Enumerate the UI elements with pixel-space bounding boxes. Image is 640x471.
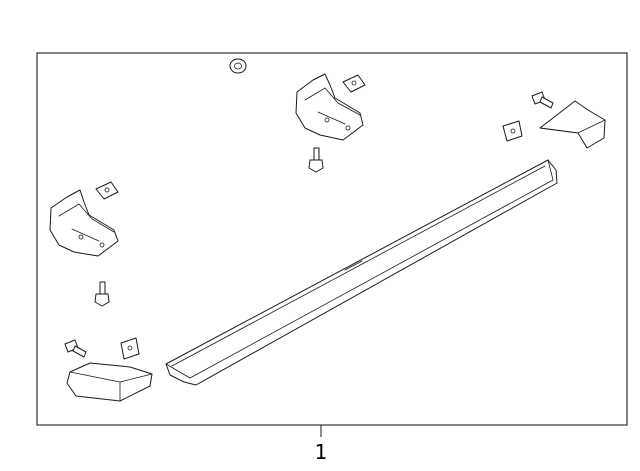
bolt-vertical-2 — [94, 281, 110, 307]
clip-nut-4 — [120, 337, 140, 360]
callout-label: 1 — [315, 440, 328, 464]
callout-1: 1 — [315, 425, 328, 464]
bolt-angled-1 — [531, 91, 554, 109]
clip-nut-3 — [502, 120, 523, 142]
mounting-bracket-lower — [49, 189, 119, 257]
mounting-bracket-upper — [295, 73, 364, 141]
bolt-angled-2 — [64, 339, 87, 358]
clip-nut-1 — [342, 74, 366, 93]
end-cap-rear — [539, 100, 606, 149]
nut — [229, 58, 247, 74]
running-board — [165, 159, 558, 386]
bolt-vertical-1 — [308, 147, 324, 173]
end-cap-front — [66, 362, 153, 402]
clip-nut-2 — [95, 181, 119, 200]
